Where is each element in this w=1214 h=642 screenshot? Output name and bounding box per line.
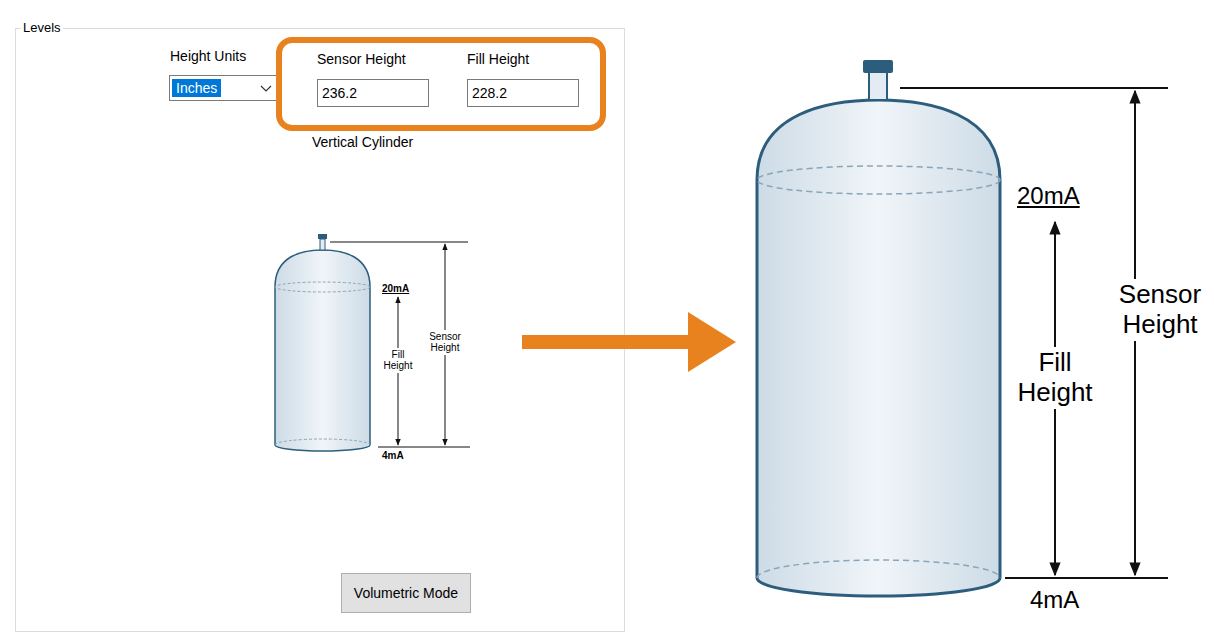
small-tank — [275, 234, 370, 451]
signal-label: 20mA — [1017, 182, 1080, 210]
input-value: 236.2 — [322, 85, 357, 101]
chevron-icon — [260, 85, 272, 93]
text-input: 236.2 — [317, 79, 429, 107]
signal-label: 20mA — [382, 283, 409, 295]
signal-label: 4mA — [1030, 586, 1079, 614]
input-value: 228.2 — [472, 85, 507, 101]
chevron-stroke — [261, 86, 271, 91]
zoom-arrow — [522, 312, 736, 372]
sensor-cap — [863, 60, 893, 73]
tank-top-rim — [757, 166, 1000, 194]
field-label: Fill Height — [467, 51, 529, 67]
dimension-label: Fill Height — [1007, 347, 1103, 409]
tank-body — [757, 100, 1000, 596]
sensor-cap — [318, 234, 327, 239]
signal-label: 4mA — [382, 450, 404, 462]
tank-bottom-rim — [757, 560, 1000, 578]
sensor-neck — [320, 239, 325, 250]
group-box: Inches236.2228.2Sensor HeightFill Height… — [15, 28, 625, 632]
tank-bottom-rim — [275, 439, 370, 445]
shape-caption: Vertical Cylinder — [312, 134, 413, 150]
sensor-neck — [869, 72, 887, 100]
dimension-label: Sensor Height — [421, 330, 469, 355]
bottom-4ma-line — [1005, 577, 1168, 579]
dimension-label: Fill Height — [377, 348, 419, 373]
field-label: Sensor Height — [317, 51, 406, 67]
bottom-4ma-line — [378, 447, 470, 448]
text-input: 228.2 — [467, 79, 579, 107]
group-title: Levels — [21, 20, 63, 35]
large-tank — [757, 60, 1000, 596]
small-dimension-lines — [330, 242, 470, 447]
dropdown-value: Inches — [172, 79, 221, 97]
tank-top-rim — [275, 282, 370, 292]
highlight-box: 236.2 228.2 Sensor Height Fill Height — [276, 37, 606, 131]
sensor-top-line — [900, 87, 1168, 89]
push-button: Volumetric Mode — [341, 573, 471, 613]
dimension-label: Sensor Height — [1108, 279, 1212, 341]
tank-body — [275, 250, 370, 451]
sensor-top-line — [330, 242, 468, 243]
button-label: Volumetric Mode — [354, 585, 458, 601]
unit-dropdown: Inches — [169, 75, 281, 101]
field-label: Height Units — [170, 48, 246, 64]
